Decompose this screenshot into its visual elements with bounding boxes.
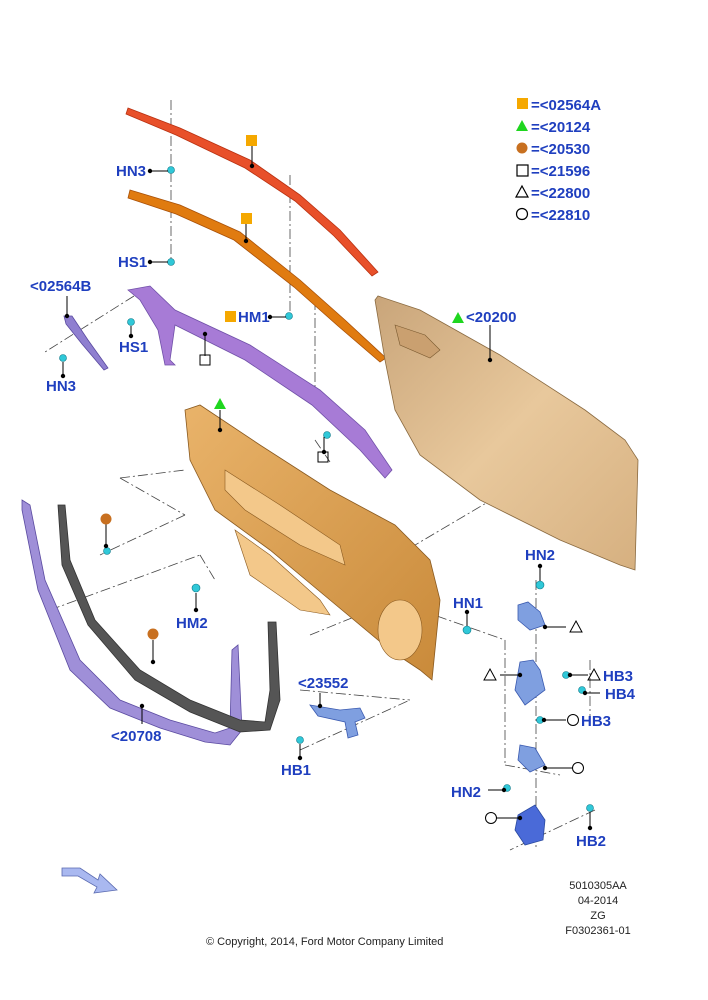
- symbol-triangle-outline-icon: [587, 667, 601, 681]
- callout-hb3-b: HB3: [581, 713, 611, 730]
- callout-20200: <20200: [466, 309, 516, 326]
- info-line-1: 5010305AA: [569, 880, 627, 892]
- upper-hinge-leaf: [514, 659, 546, 706]
- info-line-4: F0302361-01: [565, 925, 631, 937]
- fastener-hb1-icon: [296, 736, 304, 744]
- callout-hm1: HM1: [238, 309, 270, 326]
- symbol-triangle-outline-icon: [483, 667, 497, 681]
- callout-23552: <23552: [298, 675, 348, 692]
- callout-hs1-top: HS1: [118, 254, 147, 271]
- symbol-triangle-outline-icon: [569, 619, 583, 633]
- fastener-hs1-top-icon: [167, 258, 175, 266]
- fastener-hm2-icon: [191, 583, 201, 593]
- legend-triangle-outline-icon: [514, 184, 530, 198]
- callout-hb4: HB4: [605, 686, 636, 703]
- callout-hn3-left: HN3: [46, 378, 76, 395]
- legend-item-5: =<22800: [531, 185, 590, 202]
- secondary-seal: [57, 504, 281, 733]
- outer-door-panel: [374, 295, 639, 571]
- fastener-frame-icon: [323, 431, 331, 439]
- legend-item-2: =<20124: [531, 119, 591, 136]
- fastener-hb2-icon: [586, 804, 594, 812]
- direction-arrow-icon: [61, 867, 118, 894]
- outer-panel-handle-recess: [394, 324, 441, 359]
- fastener-hm1-icon: [285, 312, 293, 320]
- symbol-square-filled-icon: [225, 311, 236, 322]
- symbol-circle-outline-icon: [485, 812, 497, 824]
- callout-hb2: HB2: [576, 833, 606, 850]
- callout-hn1: HN1: [453, 595, 483, 612]
- callout-hm2: HM2: [176, 615, 208, 632]
- symbol-square-filled-icon: [241, 213, 252, 224]
- inner-frame-opening-lower: [234, 529, 331, 616]
- symbol-square-outline-icon: [317, 451, 329, 463]
- callout-hn2-top: HN2: [525, 547, 555, 564]
- symbol-circle-outline-icon: [572, 762, 584, 774]
- symbol-square-outline-icon: [199, 354, 211, 366]
- small-trim-piece: [63, 315, 109, 371]
- door-glass-run-strip: [127, 189, 387, 363]
- legend-triangle-filled-icon: [516, 120, 528, 131]
- legend-item-3: =<20530: [531, 141, 590, 158]
- fastener-hn3-top-icon: [167, 166, 175, 174]
- lower-hinge-body: [517, 744, 546, 773]
- copyright-notice: © Copyright, 2014, Ford Motor Company Li…: [206, 936, 444, 948]
- roof-drip-strip: [125, 107, 379, 277]
- inner-frame-opening-upper: [224, 469, 346, 566]
- legend-item-6: =<22810: [531, 207, 590, 224]
- symbol-square-filled-icon: [246, 135, 257, 146]
- door-check-strap: [309, 704, 366, 739]
- callout-labels: HN3 HS1 <02564B HS1 HN3 HM1 <20200 HM2 <…: [30, 163, 636, 850]
- fastener-hn2-top-icon: [535, 580, 545, 590]
- window-frame: [127, 285, 393, 479]
- info-line-3: ZG: [590, 910, 606, 922]
- legend-square-outline-icon: [516, 164, 529, 177]
- callout-hb1: HB1: [281, 762, 311, 779]
- fastener-hn1-icon: [462, 625, 472, 635]
- callout-hn2-bottom: HN2: [451, 784, 481, 801]
- legend-circle-outline-icon: [515, 207, 529, 221]
- info-line-2: 04-2014: [577, 895, 619, 907]
- symbol-circle-filled-icon: [100, 513, 112, 525]
- legend-square-filled-icon: [517, 98, 528, 109]
- symbol-triangle-filled-icon: [214, 398, 226, 409]
- symbol-circle-outline-icon: [567, 714, 579, 726]
- fastener-hn3-left-icon: [59, 354, 67, 362]
- fastener-hs1-left-icon: [127, 318, 135, 326]
- symbol-triangle-filled-icon: [452, 312, 464, 323]
- lower-hinge-leaf: [514, 804, 546, 846]
- callout-hn3-top: HN3: [116, 163, 146, 180]
- legend: =<02564A =<20124 =<20530 =<21596 =<22800…: [514, 97, 601, 224]
- callout-02564b: <02564B: [30, 278, 91, 295]
- callout-hs1-left: HS1: [119, 339, 148, 356]
- leader-lines: [62, 146, 600, 828]
- upper-hinge-body: [517, 601, 546, 631]
- speaker-opening: [377, 599, 423, 661]
- fastener-seal-icon: [103, 547, 111, 555]
- symbol-circle-filled-icon: [147, 628, 159, 640]
- diagram-info-block: 5010305AA 04-2014 ZG F0302361-01: [553, 879, 643, 939]
- legend-circle-filled-icon: [516, 142, 528, 154]
- legend-item-4: =<21596: [531, 163, 590, 180]
- part-symbols: [100, 135, 601, 824]
- callout-20708: <20708: [111, 728, 161, 745]
- legend-item-1: =<02564A: [531, 97, 601, 114]
- callout-hb3-a: HB3: [603, 668, 633, 685]
- door-weatherstrip: [21, 499, 243, 746]
- leader-dots: [60, 163, 593, 831]
